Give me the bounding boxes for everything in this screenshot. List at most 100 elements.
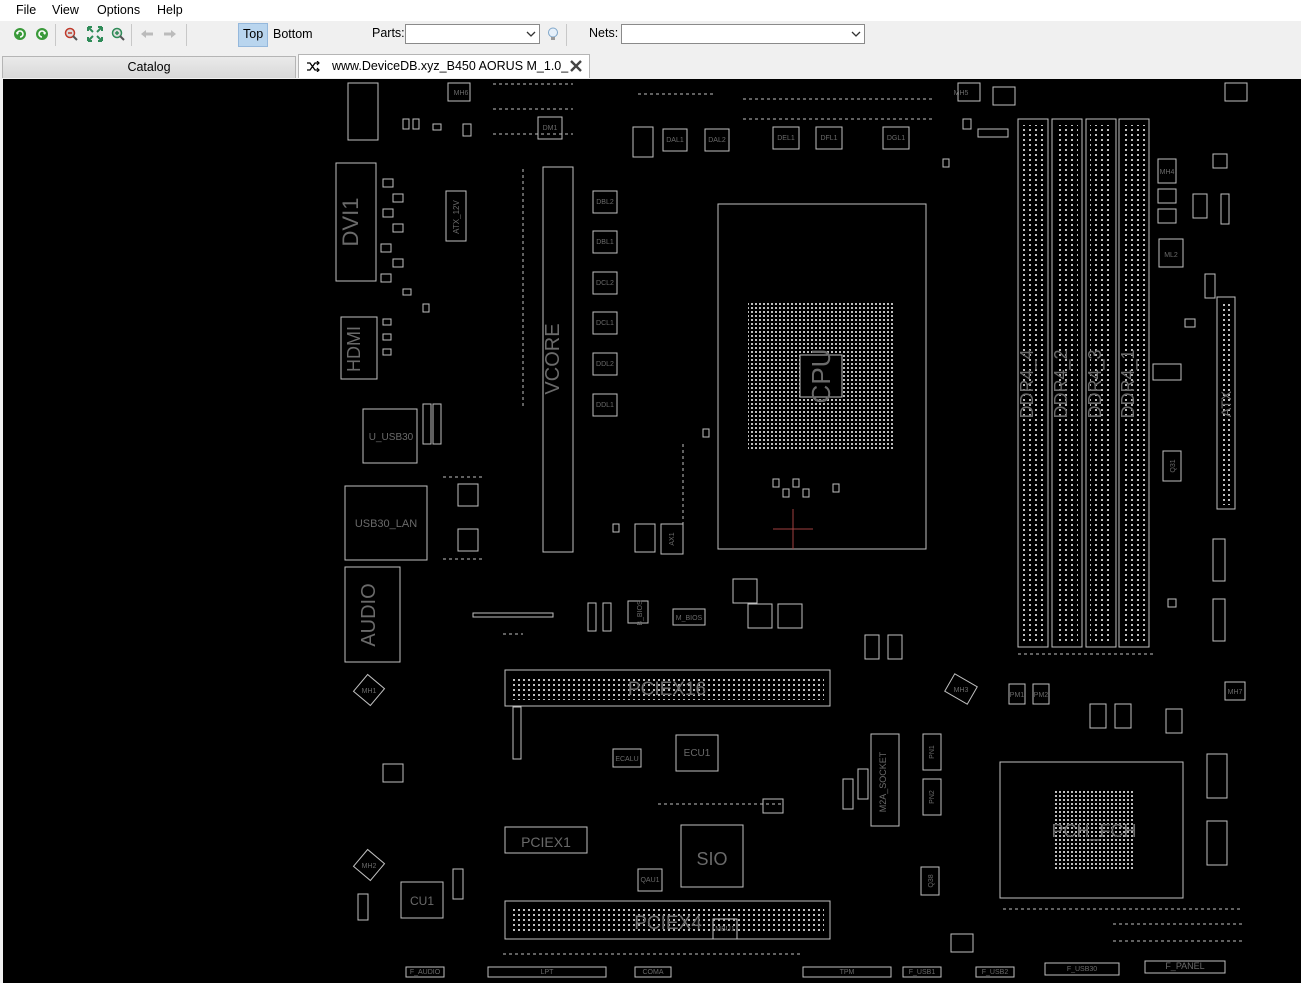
tab-board-label: www.DeviceDB.xyz_B450 AORUS M_1.0_ [332,59,569,73]
label-ddr4-2: DDR4_2 [1051,349,1072,418]
rotate-ccw-icon[interactable] [33,25,51,43]
label-mbu1: MBU1 [715,926,735,933]
top-side-button[interactable]: Top [238,23,269,47]
zoom-out-icon[interactable] [62,25,80,43]
dvi-connector [335,162,377,282]
coma-header [634,966,672,978]
q31 [1162,450,1182,482]
audio-connector [344,566,401,663]
menu-options[interactable]: Options [97,3,141,17]
del1 [772,126,800,150]
label-lpt: LPT [541,969,555,976]
label-ddr4-1: DDR4_1 [1118,349,1139,418]
pciex16-slot [504,669,831,707]
dcl2 [592,271,618,295]
dfl1 [815,126,843,150]
label-ddr4-3: DDR4_3 [1085,349,1106,418]
q38 [920,866,940,896]
nets-combo[interactable] [621,24,865,44]
fit-icon[interactable] [86,25,104,43]
menu-help[interactable]: Help [157,3,183,17]
toolbar-separator [186,24,187,46]
label-m2a: M2A_SOCKET [878,751,888,812]
label-audio: AUDIO [358,583,380,646]
dgl1 [882,126,910,150]
ddl2 [592,352,618,376]
label-pn2: PN2 [929,790,936,804]
pch-area [999,761,1184,899]
label-mh6: MH6 [454,90,469,97]
f-panel-header [1144,960,1226,974]
menu-file[interactable]: File [16,3,37,17]
ddr4-slot-2 [1051,118,1083,648]
label-dgl1: DGL1 [887,135,905,142]
toolbar-separator [566,24,567,46]
label-cpu: CPU [806,349,836,404]
nets-label: Nets: [589,26,619,40]
label-pn1: PN1 [929,745,936,759]
label-ecalu: ECALU [615,756,638,763]
tab-board[interactable]: www.DeviceDB.xyz_B450 AORUS M_1.0_ [298,54,590,78]
zoom-in-icon[interactable] [109,25,127,43]
label-dal1: DAL1 [666,137,684,144]
label-del1: DEL1 [777,135,795,142]
menu-bar: File View Options Help [0,0,1301,21]
label-mh4: MH4 [1160,169,1175,176]
label-mh1: MH1 [362,688,377,695]
label-vcore: VCORE [542,323,564,394]
label-f-panel: F_PANEL [1165,961,1204,971]
pch-pin-array [1053,791,1135,871]
parts-combo[interactable] [405,24,540,44]
board-drawing[interactable]: CPU DVI1 HDMI U_USB30 USB30_LAN AUDIO AT… [3,79,1301,983]
back-arrow-icon[interactable] [138,25,156,43]
dbl2 [592,190,618,214]
chevron-down-icon [526,31,536,37]
label-usb30lan: USB30_LAN [355,518,417,530]
label-ml2: ML2 [1164,252,1178,259]
label-dcl2: DCL2 [596,280,614,287]
label-mbios: M_BIOS [676,615,703,622]
usb30-lan-connector [344,485,428,561]
menu-view[interactable]: View [52,3,79,17]
forward-arrow-icon[interactable] [161,25,179,43]
label-dvi: DVI1 [338,198,363,247]
search-bulb-icon[interactable] [544,25,562,43]
usb30-connector [362,408,418,464]
toolbar: Top Bottom Parts: Nets: [0,21,1301,48]
label-coma: COMA [643,969,664,976]
dm1 [537,116,563,140]
ax1 [660,523,684,555]
tpm-header [802,966,892,978]
board-canvas[interactable]: CPU DVI1 HDMI U_USB30 USB30_LAN AUDIO AT… [3,79,1301,983]
label-pciex4: PCIEX4 [634,913,702,934]
pciex1-slot [504,826,588,854]
dal1 [662,128,688,152]
bottom-side-button[interactable]: Bottom [273,27,313,41]
label-q38: Q38 [928,874,935,887]
atx12v [445,190,467,242]
label-dbl1: DBL1 [596,239,614,246]
toolbar-separator [55,24,56,46]
ddr4-slot-3 [1085,118,1117,648]
tab-catalog[interactable]: Catalog [2,56,296,78]
label-ecu1: ECU1 [684,748,711,759]
vcore-area [542,166,574,553]
rotate-cw-icon[interactable] [11,25,29,43]
label-f-audio: F_AUDIO [410,969,441,976]
label-dcl1: DCL1 [596,320,614,327]
f-usb2-header [975,966,1015,978]
close-icon[interactable] [569,59,583,73]
ecu1-chip [675,734,719,772]
f-audio-header [405,966,445,978]
label-hdmi: HDMI [344,326,364,372]
label-mh2: MH2 [362,863,377,870]
cpu-center [799,354,843,398]
dcl1 [592,311,618,335]
label-tpm: TPM [840,969,855,976]
label-f-usb2: F_USB2 [982,969,1009,976]
label-atx: ATX [1218,390,1234,417]
label-dbl2: DBL2 [596,199,614,206]
ddr4-slot-1 [1118,118,1150,648]
tab-bar: Catalog www.DeviceDB.xyz_B450 AORUS M_1.… [0,54,1301,79]
toolbar-separator [131,24,132,46]
